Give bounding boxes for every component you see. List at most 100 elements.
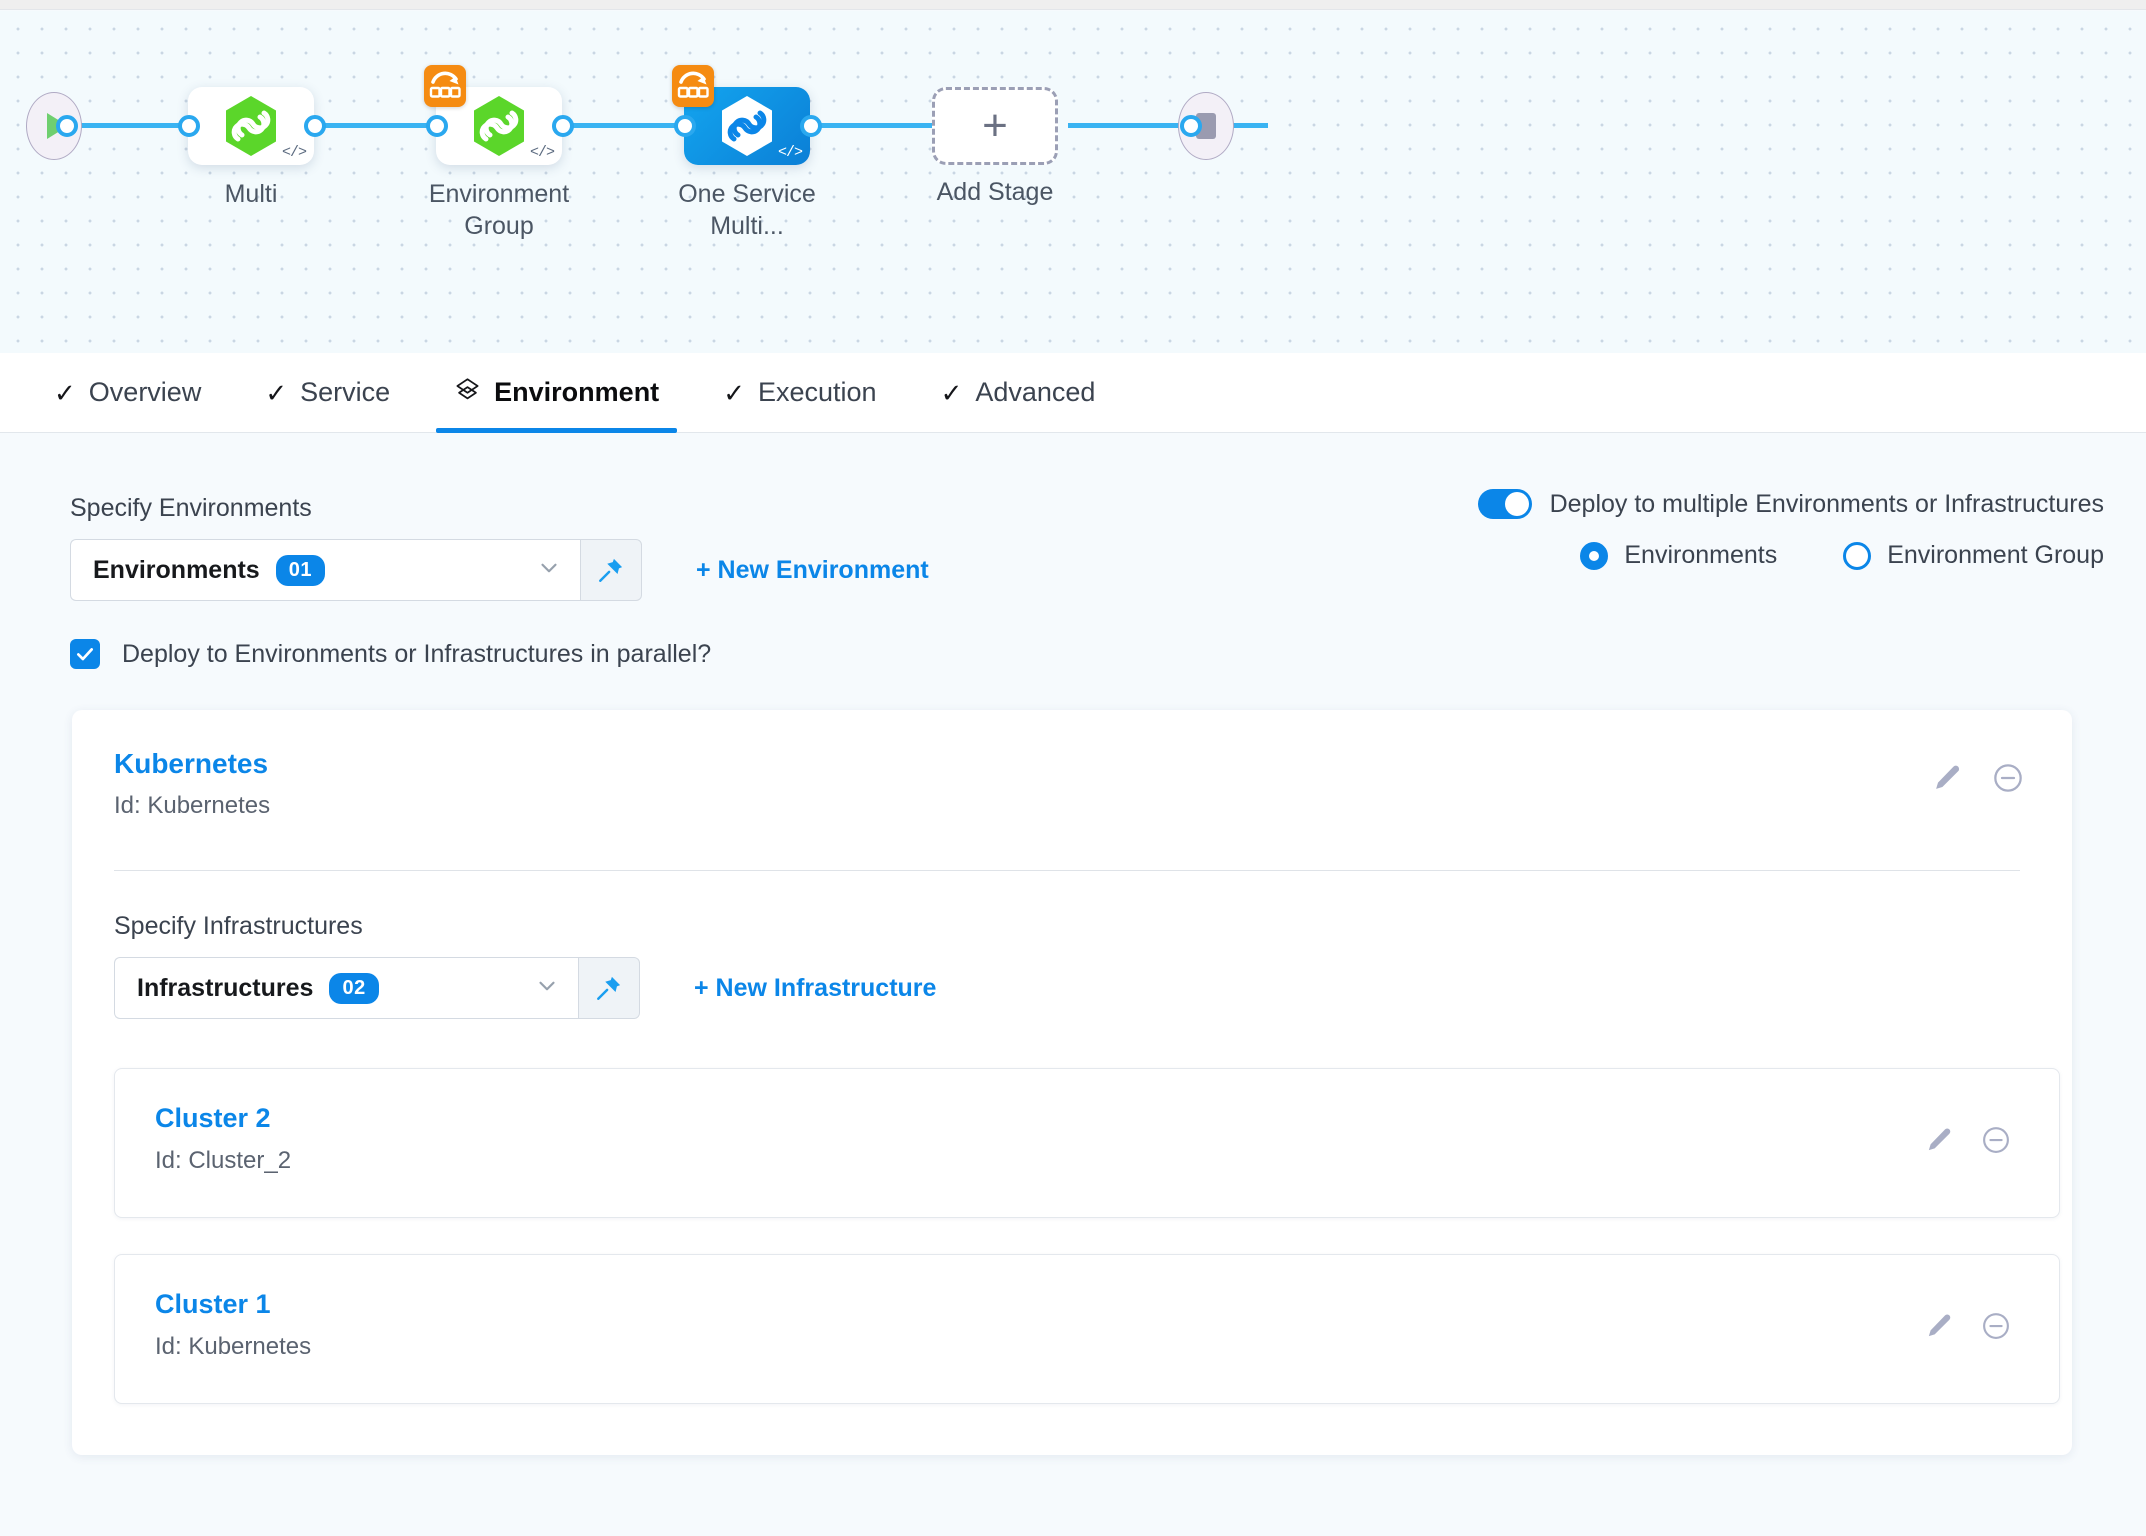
environments-dropdown[interactable]: Environments 01 (70, 539, 580, 601)
remove-environment-button[interactable] (1992, 762, 2024, 794)
environments-count-badge: 01 (275, 554, 325, 586)
tab-advanced[interactable]: ✓ Advanced (909, 353, 1128, 432)
new-infrastructure-button[interactable]: + New Infrastructure (694, 973, 937, 1002)
deploy-scope-radio-group: Environments Environment Group (1478, 541, 2104, 570)
infrastructure-name-link[interactable]: Cluster 2 (155, 1103, 271, 1133)
stage-label-environment-group: Environment Group (428, 180, 570, 240)
remove-infrastructure-button[interactable] (1981, 1311, 2011, 1341)
chevron-down-icon (536, 555, 562, 586)
infrastructure-name-link[interactable]: Cluster 1 (155, 1289, 271, 1319)
port-multi-out[interactable] (304, 115, 326, 137)
tab-overview[interactable]: ✓ Overview (22, 353, 233, 432)
layers-icon (454, 377, 481, 408)
edit-infrastructure-button[interactable] (1925, 1312, 1953, 1340)
port-envgroup-out[interactable] (552, 115, 574, 137)
tab-execution[interactable]: ✓ Execution (691, 353, 908, 432)
window-top-strip (0, 0, 2146, 10)
deploy-multiple-toggle-label: Deploy to multiple Environments or Infra… (1549, 489, 2104, 518)
parallel-deploy-label: Deploy to Environments or Infrastructure… (122, 639, 712, 668)
add-stage-button[interactable]: + (932, 87, 1058, 165)
pin-icon (597, 976, 621, 1000)
code-glyph-icon: </> (529, 144, 555, 161)
stage-node-multi[interactable]: </> (188, 87, 314, 165)
edit-environment-button[interactable] (1932, 763, 1962, 793)
edge-envgroup-to-oneservice (566, 123, 761, 128)
environment-card-divider (114, 870, 2020, 871)
pin-icon (599, 558, 623, 582)
port-end-in[interactable] (1180, 115, 1202, 137)
tab-environment[interactable]: Environment (422, 353, 691, 433)
radio-environments[interactable]: Environments (1580, 541, 1777, 570)
port-oneservice-in[interactable] (674, 115, 696, 137)
infrastructures-dropdown[interactable]: Infrastructures 02 (114, 957, 578, 1019)
infrastructures-count-badge: 02 (329, 972, 379, 1004)
minus-circle-icon (1994, 764, 2022, 792)
pencil-icon (1928, 1314, 1951, 1337)
infrastructure-id-text: Id: Kubernetes (155, 1333, 312, 1360)
port-envgroup-in[interactable] (426, 115, 448, 137)
environment-name-link[interactable]: Kubernetes (114, 748, 269, 779)
minus-circle-icon (1983, 1313, 2009, 1339)
infrastructure-card-actions (1925, 1125, 2011, 1155)
remove-infrastructure-button[interactable] (1981, 1125, 2011, 1155)
radio-environments-label: Environments (1624, 541, 1778, 569)
environment-card-header: Kubernetes Id: Kubernetes (114, 748, 270, 820)
tab-label: Advanced (975, 377, 1096, 407)
harness-hex-icon (474, 96, 524, 156)
stage-node-environment-group[interactable]: </> (424, 65, 562, 165)
stage-label-one-service-multi: One Service Multi... (678, 180, 816, 240)
deploy-multiple-toggle-row[interactable]: Deploy to multiple Environments or Infra… (1477, 489, 2104, 519)
port-start-out[interactable] (56, 115, 78, 137)
matrix-strategy-icon (424, 65, 466, 107)
new-environment-button[interactable]: + New Environment (696, 555, 929, 584)
minus-circle-icon (1983, 1127, 2009, 1153)
port-oneservice-out[interactable] (800, 115, 822, 137)
tab-label: Execution (757, 377, 877, 407)
radio-environment-group-indicator (1843, 541, 1872, 570)
environment-panel: Specify Environments Environments 01 (0, 434, 2146, 1536)
matrix-strategy-icon (672, 65, 714, 107)
check-icon: ✓ (723, 377, 745, 408)
check-icon (77, 648, 93, 661)
infrastructure-card[interactable]: Cluster 2 Id: Cluster_2 (114, 1068, 2060, 1218)
pipeline-canvas[interactable]: </> Multi </> Environment Group (0, 11, 2146, 353)
code-glyph-icon: </> (777, 144, 803, 161)
infrastructure-id-text: Id: Cluster_2 (155, 1147, 292, 1174)
edge-oneservice-to-addstage (814, 123, 1014, 128)
infrastructure-card-actions (1925, 1311, 2011, 1341)
harness-hex-icon (226, 96, 276, 156)
parallel-deploy-checkbox-row[interactable]: Deploy to Environments or Infrastructure… (70, 639, 711, 669)
tab-service[interactable]: ✓ Service (233, 353, 422, 432)
pencil-icon (1928, 1128, 1951, 1151)
stage-node-one-service-multi[interactable]: </> (672, 65, 810, 165)
radio-environments-indicator (1580, 541, 1609, 570)
tab-label: Service (300, 377, 391, 407)
specify-environments-label: Specify Environments (70, 494, 312, 522)
port-multi-in[interactable] (178, 115, 200, 137)
tab-label: Environment (494, 377, 660, 407)
pencil-icon (1936, 765, 1960, 789)
edit-infrastructure-button[interactable] (1925, 1126, 1953, 1154)
tab-label: Overview (88, 377, 202, 407)
edge-addstage-to-end (1068, 123, 1268, 128)
toggle-knob (1504, 492, 1529, 516)
radio-environment-group[interactable]: Environment Group (1843, 541, 2104, 570)
environments-dropdown-group: Environments 01 (70, 539, 642, 601)
environment-card-actions (1932, 762, 2024, 794)
chevron-down-icon (534, 973, 560, 1004)
infrastructure-card[interactable]: Cluster 1 Id: Kubernetes (114, 1254, 2060, 1404)
code-glyph-icon: </> (281, 144, 307, 161)
environment-card-kubernetes: Kubernetes Id: Kubernetes Specify Infras… (72, 710, 2072, 1455)
stage-config-tabs: ✓ Overview ✓ Service Environment ✓ Execu… (0, 353, 2146, 433)
check-icon: ✓ (940, 377, 963, 408)
edge-multi-to-envgroup (318, 123, 513, 128)
harness-hex-icon (722, 96, 772, 156)
add-stage-label: Add Stage (936, 178, 1054, 206)
infrastructures-dropdown-value: Infrastructures (137, 973, 314, 1002)
environments-pin-button[interactable] (580, 539, 642, 601)
infrastructures-dropdown-group: Infrastructures 02 (114, 957, 640, 1019)
environment-id-text: Id: Kubernetes (114, 792, 271, 819)
infrastructures-pin-button[interactable] (578, 957, 640, 1019)
deploy-multiple-toggle[interactable] (1477, 489, 1532, 519)
parallel-deploy-checkbox[interactable] (70, 639, 100, 669)
